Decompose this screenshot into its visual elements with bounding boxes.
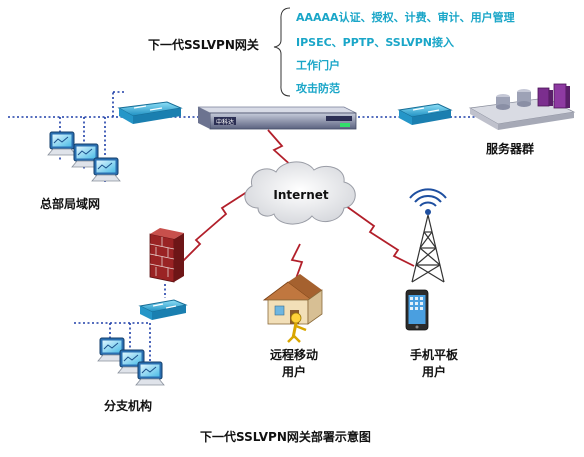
feature-item-work-portal: 工作门户 <box>296 59 340 72</box>
server-group-label: 服务器群 <box>486 142 535 156</box>
vpn-gateway-device <box>197 106 357 130</box>
branch-firewall <box>149 228 184 283</box>
gateway-title: 下一代SSLVPN网关 <box>148 38 259 52</box>
branch-label: 分支机构 <box>104 399 153 413</box>
feature-item-vpn-access: IPSEC、PPTP、SSLVPN接入 <box>296 36 454 49</box>
branch-computers <box>97 337 165 386</box>
internet-label: Internet <box>273 188 328 202</box>
server-group-icon <box>468 83 576 130</box>
feature-item-attack-defense: 攻击防范 <box>296 82 340 95</box>
hq-switch <box>117 101 183 124</box>
diagram-caption: 下一代SSLVPN网关部署示意图 <box>200 430 371 444</box>
feature-item-auth: AAAAA认证、授权、计费、审计、用户管理 <box>296 11 515 24</box>
cell-tower-icon <box>409 188 447 283</box>
internet-links <box>177 129 415 285</box>
hq-lan-label: 总部局域网 <box>40 197 101 211</box>
mobile-user-label-line1: 手机平板 <box>409 348 458 362</box>
mobile-user-label-line2: 用户 <box>421 365 446 379</box>
internet-cloud <box>244 161 356 225</box>
hq-computers <box>47 131 121 182</box>
remote-user-icon <box>262 274 323 343</box>
remote-user-label: 远程移动 用户 <box>258 346 330 380</box>
server-switch <box>397 103 453 125</box>
branch-switch <box>138 299 188 320</box>
mobile-user-label: 手机平板 用户 <box>398 346 470 380</box>
vpn-device-brand: 中科达 <box>216 118 234 126</box>
hq-network-lines <box>8 91 475 182</box>
smartphone-icon <box>405 289 429 331</box>
remote-user-label-line1: 远程移动 <box>269 348 318 362</box>
feature-brace <box>273 7 291 97</box>
remote-user-label-line2: 用户 <box>281 365 306 379</box>
